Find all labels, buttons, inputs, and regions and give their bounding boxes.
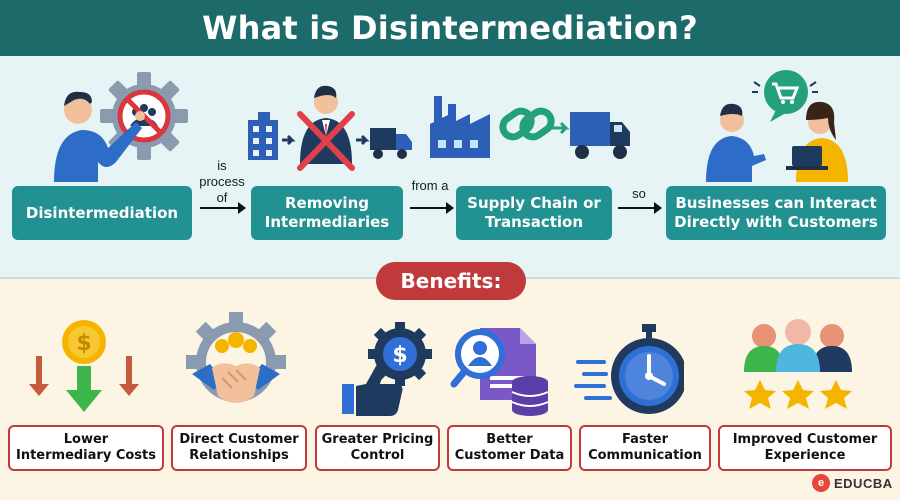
step-removing-intermediaries: Removing Intermediaries — [251, 186, 403, 240]
benefit-pricing-control: Greater Pricing Control — [315, 425, 440, 471]
benefit-customer-data: Better Customer Data — [447, 425, 572, 471]
connector-is-process-of: is process of — [199, 158, 245, 205]
brand-logo: e EDUCBA — [812, 474, 893, 492]
people-stars-icon — [744, 319, 852, 409]
person-gear-no-middleman-icon — [54, 72, 188, 182]
step-supply-chain: Supply Chain or Transaction — [456, 186, 612, 240]
arrow-3 — [618, 202, 662, 214]
arrow-1 — [200, 202, 246, 214]
page-title: What is Disintermediation? — [202, 9, 698, 47]
stopwatch-speed-icon — [574, 324, 684, 414]
customer-database-icon — [450, 328, 549, 416]
benefit-customer-experience: Improved Customer Experience — [718, 425, 892, 471]
brand-mark-icon: e — [812, 474, 830, 492]
hand-dollar-gear-icon: $ — [342, 322, 432, 416]
brand-name: EDUCBA — [834, 475, 893, 491]
dollar-coin-arrows-icon: $ — [29, 320, 139, 412]
connector-from-a: from a — [411, 178, 449, 193]
customer-chat-cart-icon — [706, 70, 848, 182]
svg-text:$: $ — [76, 331, 91, 356]
factory-chain-truck-icon — [430, 96, 630, 159]
svg-text:$: $ — [392, 343, 407, 368]
building-crossed-person-truck-icon — [248, 85, 412, 171]
benefits-heading: Benefits: — [376, 262, 526, 300]
step-disintermediation: Disintermediation — [12, 186, 192, 240]
step-interact-directly: Businesses can Interact Directly with Cu… — [666, 186, 886, 240]
connector-so: so — [632, 186, 646, 201]
benefit-faster-communication: Faster Communication — [579, 425, 711, 471]
arrow-2 — [410, 202, 454, 214]
title-banner: What is Disintermediation? — [0, 0, 900, 56]
benefit-direct-relationships: Direct Customer Relationships — [171, 425, 307, 471]
handshake-gear-icon — [186, 312, 286, 403]
benefit-lower-costs: Lower Intermediary Costs — [8, 425, 164, 471]
